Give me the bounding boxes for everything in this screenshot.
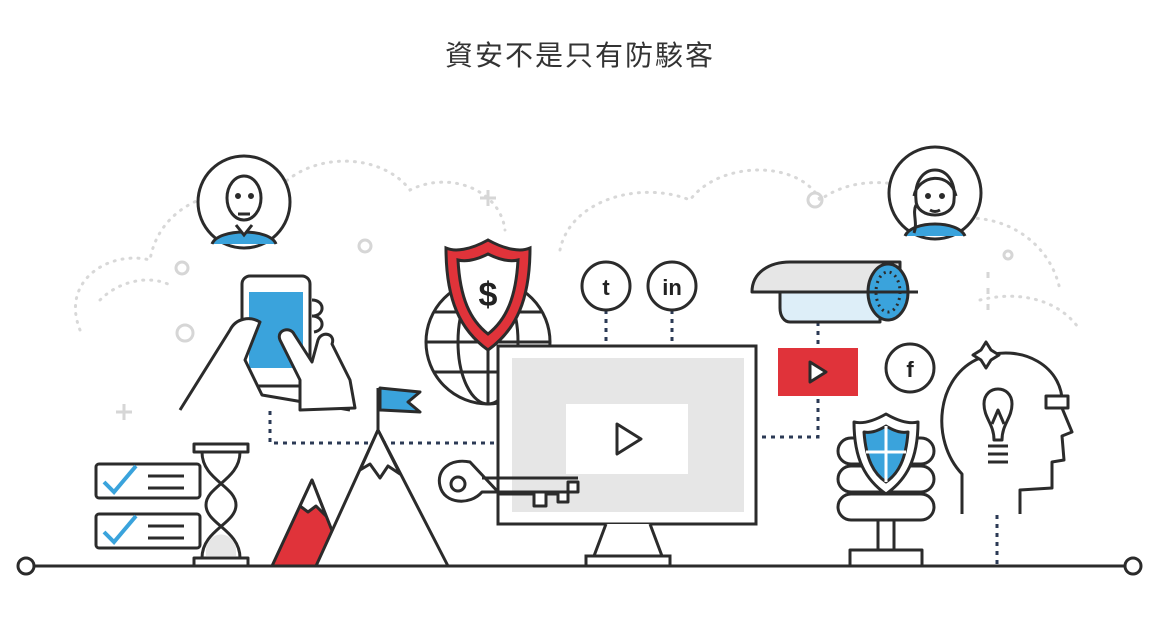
play-icon [615,422,643,456]
server-shield-icon [836,412,936,568]
linkedin-icon: in [662,275,682,300]
cctv-camera-icon [750,260,918,324]
facebook-button[interactable]: f [884,342,936,394]
facebook-icon: f [906,357,914,382]
man-avatar-icon [196,154,292,250]
shield-dollar-icon [444,238,532,352]
background-clouds [73,159,1082,332]
video-play-icon [808,360,828,384]
twitter-icon: t [602,275,610,300]
head-lightbulb-icon [940,340,1074,514]
page-title: 資安不是只有防駭客 [444,39,715,72]
dollar-sign: $ [479,276,498,314]
background-decor [116,190,1014,420]
tablet-hand-icon [178,274,357,412]
twitter-button[interactable]: t [580,260,632,312]
key-icon [437,459,580,508]
woman-avatar-icon [887,145,983,241]
play-button[interactable] [566,404,688,474]
checklist-icon [94,462,202,550]
video-play-button[interactable] [778,348,858,396]
hourglass-icon [192,442,250,568]
mountain-flag-icon [270,386,450,568]
baseline [16,556,1143,576]
linkedin-button[interactable]: in [646,260,698,312]
